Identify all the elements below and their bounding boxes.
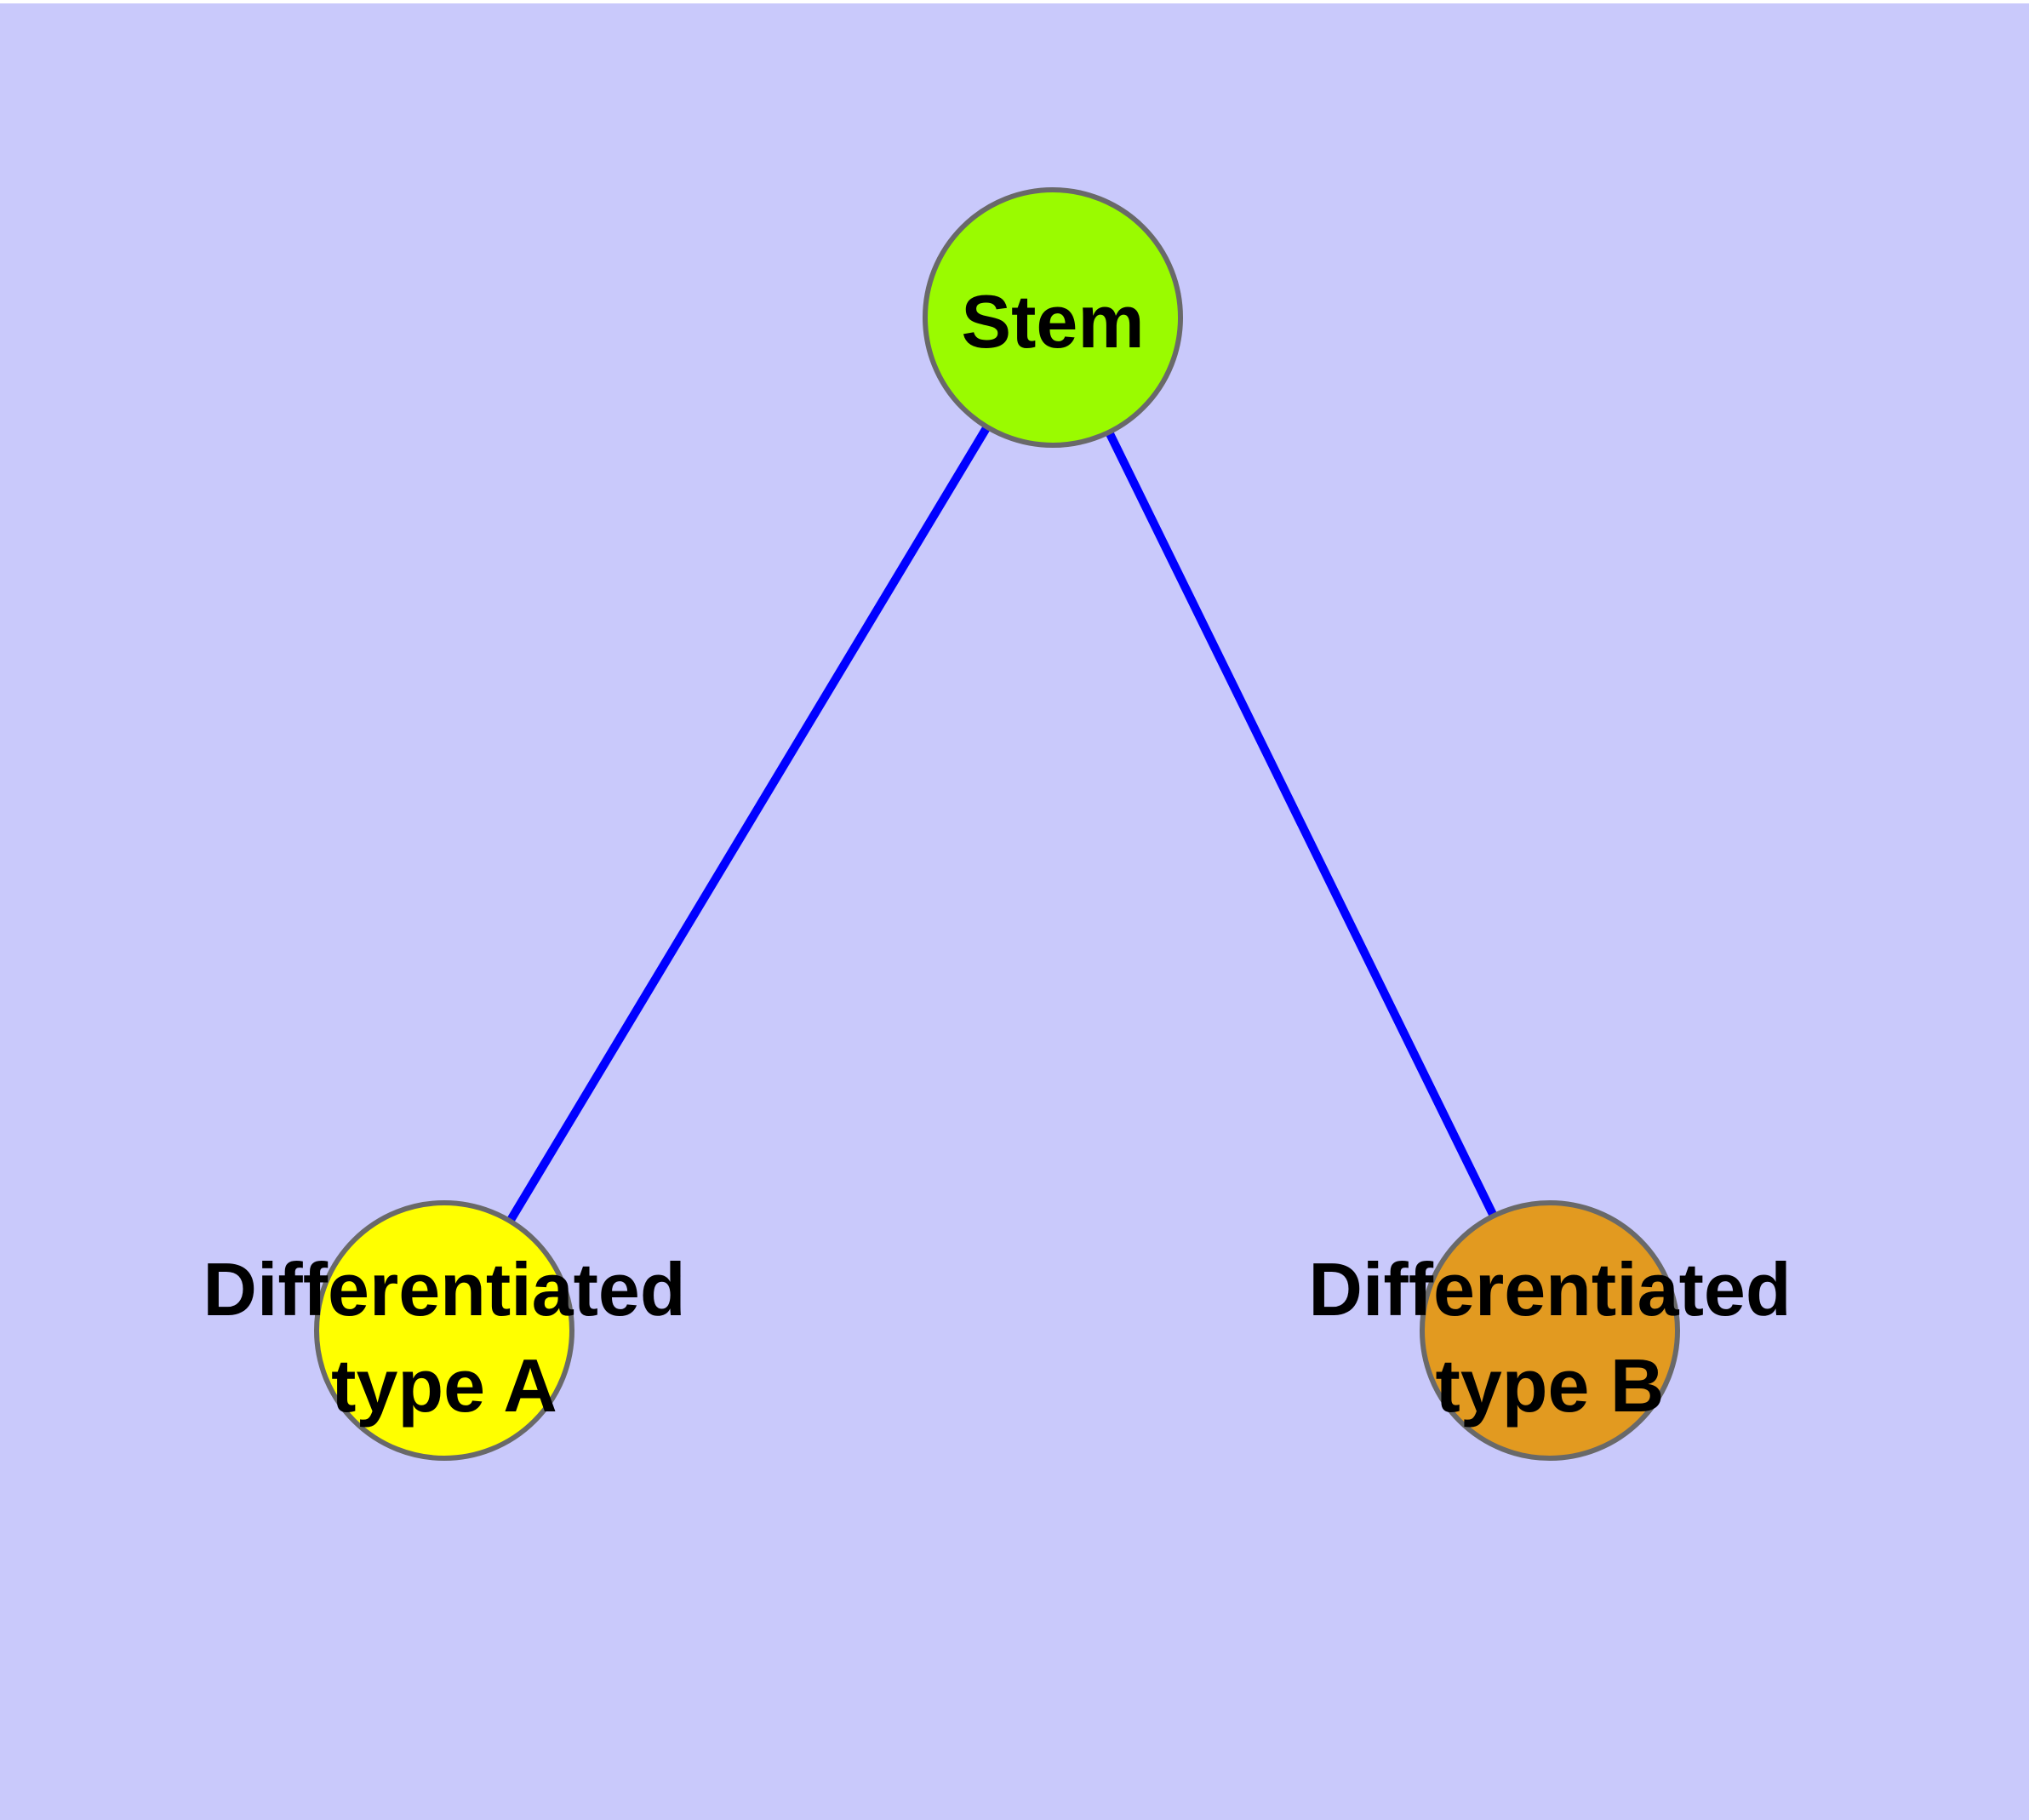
type-b-node bbox=[1420, 1200, 1680, 1461]
edge-stem-to-type-b bbox=[1049, 315, 1554, 1333]
type-b-node-label-line-1: Differentiated bbox=[1308, 1247, 1791, 1331]
edge-stem-to-type-a bbox=[440, 315, 1057, 1333]
stem-node bbox=[923, 187, 1183, 448]
stem-node-label: Stem bbox=[961, 279, 1144, 363]
type-a-node bbox=[314, 1200, 574, 1461]
type-a-node-label-line-2: type A bbox=[331, 1343, 557, 1428]
type-b-node-label-line-2: type B bbox=[1436, 1343, 1665, 1428]
type-a-node-label-line-1: Differentiated bbox=[203, 1247, 685, 1331]
